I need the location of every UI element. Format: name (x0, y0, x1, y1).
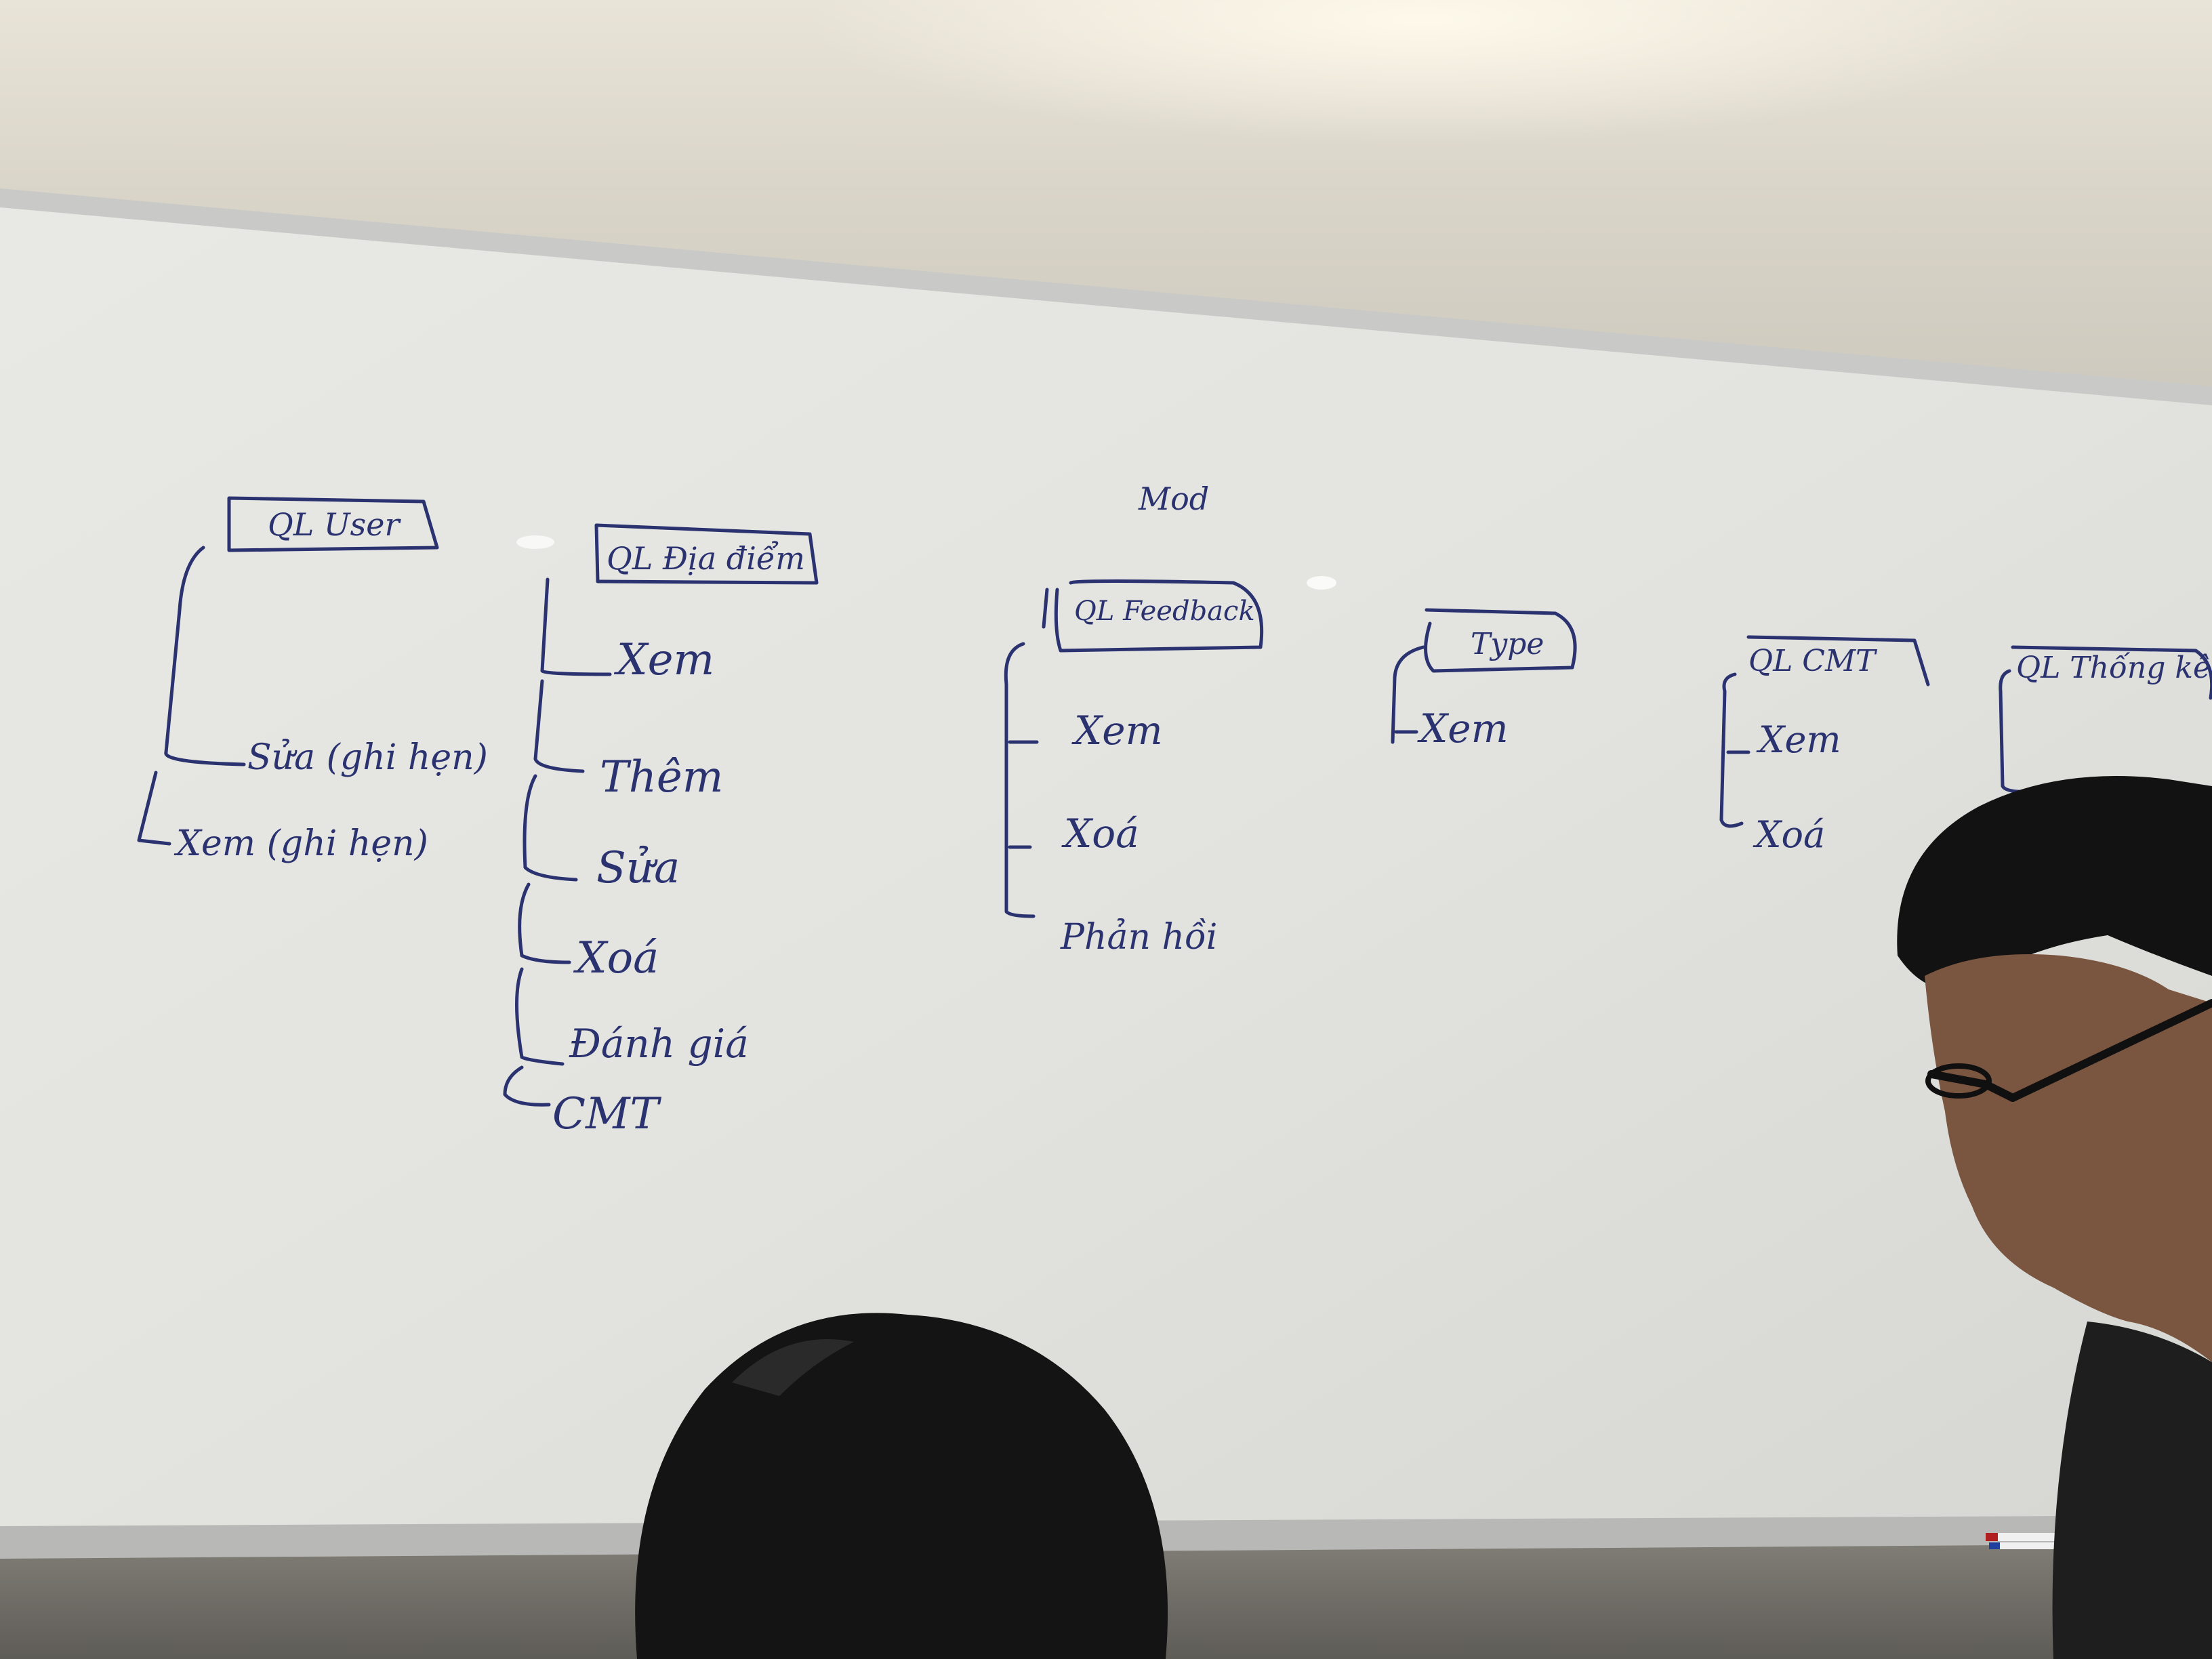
ql-feedback-item-xoa: Xoá (1061, 811, 1139, 857)
type-bracket (1391, 645, 1425, 744)
ql-user-box (227, 496, 439, 552)
ql-dia-diem-item-sua: Sửa (596, 843, 680, 893)
marker-pen-cap (1989, 1542, 2000, 1549)
whiteboard-top-frame (0, 188, 2212, 405)
ql-user-bracket (164, 546, 246, 766)
ql-feedback-tick (1042, 588, 1049, 629)
type-item-xem: Xem (1417, 705, 1509, 752)
ql-dia-diem-item-danh-gia: Đánh giá (569, 1021, 749, 1067)
ql-cmt-item-xoa: Xoá (1753, 813, 1825, 856)
ql-cmt-title: QL CMT (1748, 644, 1878, 678)
ql-feedback-box (1054, 579, 1264, 653)
marker-pen (1989, 1542, 2070, 1549)
type-box (1424, 608, 1577, 673)
ql-user-item-edit: Sửa (ghi hẹn) (247, 737, 488, 778)
ql-feedback-item-phan-hoi: Phản hồi (1060, 917, 1217, 958)
marker-pen-cap (1986, 1533, 1998, 1541)
ql-feedback-bracket (1004, 642, 1039, 918)
ql-dia-diem-item-xoa: Xoá (573, 933, 659, 983)
ql-cmt-box (1746, 635, 1930, 687)
ql-thong-ke-box (2011, 645, 2212, 700)
ql-dia-diem-title: QL Địa điểm (607, 540, 805, 577)
person-head-foreground (635, 1313, 1168, 1659)
ql-user-bracket-lower (137, 771, 171, 846)
ql-thong-ke-title: QL Thống kê (2016, 651, 2211, 685)
ql-dia-diem-bracket (503, 577, 612, 1107)
ql-feedback-title: QL Feedback (1074, 596, 1255, 627)
ql-dia-diem-item-cmt: CMT (552, 1089, 662, 1139)
ql-cmt-item-xem: Xem (1756, 718, 1841, 761)
ql-dia-diem-item-xem: Xem (613, 635, 714, 685)
ql-cmt-bracket (1719, 672, 1750, 828)
ql-user-item-view: Xem (ghi hẹn) (173, 823, 428, 864)
ql-user-title: QL User (268, 506, 401, 543)
ql-feedback-item-xem: Xem (1071, 708, 1163, 754)
type-title: Type (1471, 627, 1544, 661)
ql-dia-diem-item-them: Thêm (600, 752, 723, 802)
light-glare (516, 535, 554, 549)
board-header-mod: Mod (1138, 480, 1209, 517)
whiteboard-surface (0, 203, 2212, 1532)
person-right (1897, 776, 2212, 1659)
light-glare (1307, 576, 1336, 590)
ql-dia-diem-box (594, 523, 819, 585)
